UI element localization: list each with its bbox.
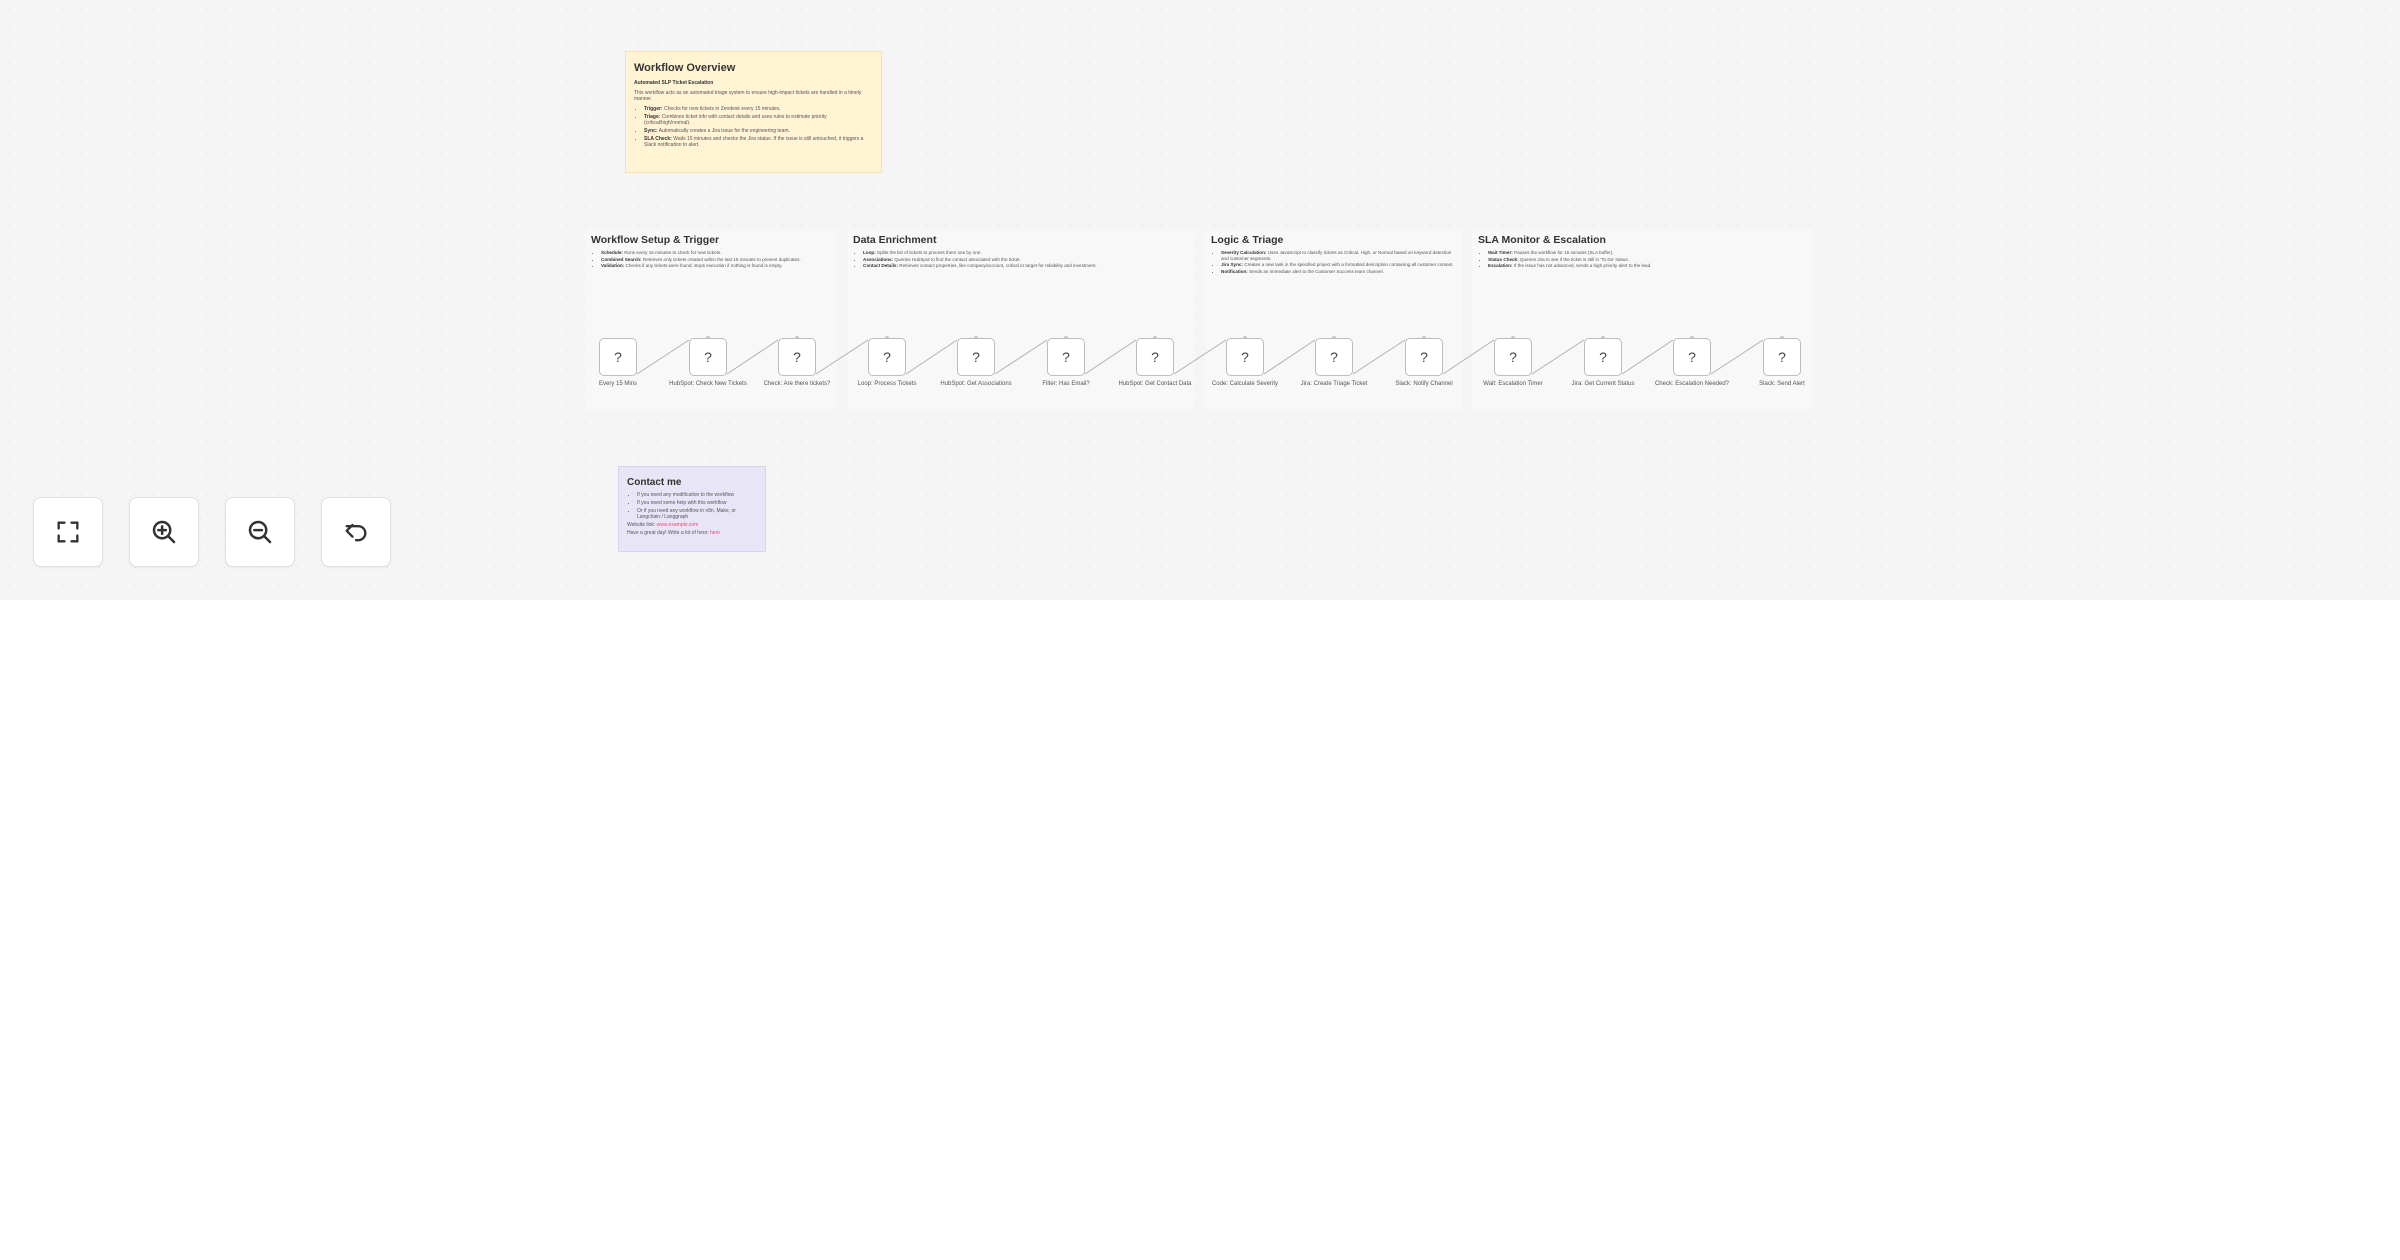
workflow-node-label: Slack: Notify Channel [1395,381,1453,387]
undo-button[interactable] [321,497,391,567]
workflow-node[interactable]: ? [1673,338,1711,376]
contact-bullet: If you need any modification to the work… [637,492,757,498]
overview-sticky-note[interactable]: Workflow Overview Automated SLP Ticket E… [625,51,882,173]
workflow-node-label: Slack: Send Alert [1759,381,1805,387]
unknown-node-icon: ? [614,349,622,365]
workflow-node[interactable]: ? [1405,338,1443,376]
stage-bullets: Schedule: Runs every 15 minutes to check… [591,250,831,269]
workflow-node[interactable]: ? [1315,338,1353,376]
stage-bullet: Escalation: If the issue has not advance… [1488,263,1806,269]
unknown-node-icon: ? [1509,349,1517,365]
undo-icon [345,523,367,542]
contact-website: Website link: www.example.com [627,522,699,528]
workflow-node-label: Loop: Process Tickets [857,381,917,387]
fit-view-icon [57,521,79,543]
stage-bullet: Combined Search: Retrieves only tickets … [601,257,831,263]
workflow-node-label: HubSpot: Get Associations [940,381,1012,387]
stage-bullets: Severity Calculation: Uses JavaScript to… [1211,250,1456,274]
workflow-node[interactable]: ? [778,338,816,376]
workflow-node-label: Check: Escalation Needed? [1654,381,1730,387]
unknown-node-icon: ? [1599,349,1607,365]
stage-data-enrichment[interactable]: Data Enrichment Loop: Splits the list of… [847,230,1195,410]
stage-bullet: Validation: Checks if any tickets were f… [601,263,831,269]
workflow-canvas[interactable]: Workflow Overview Automated SLP Ticket E… [0,0,2400,600]
overview-intro: This workflow acts as an automated triag… [634,90,862,102]
workflow-node-label: Code: Calculate Severity [1211,381,1279,387]
contact-email: Have a great day! Write a lot of hero: h… [627,530,721,536]
fit-view-button[interactable] [33,497,103,567]
stage-title: Logic & Triage [1211,234,1284,246]
workflow-node-label: HubSpot: Get Contact Data [1118,381,1192,387]
unknown-node-icon: ? [1062,349,1070,365]
workflow-node[interactable]: ? [1584,338,1622,376]
workflow-node[interactable]: ? [1047,338,1085,376]
contact-title: Contact me [627,477,682,488]
unknown-node-icon: ? [1778,349,1786,365]
stage-logic-triage[interactable]: Logic & Triage Severity Calculation: Use… [1205,230,1462,410]
unknown-node-icon: ? [1151,349,1159,365]
unknown-node-icon: ? [1241,349,1249,365]
workflow-node[interactable]: ? [1494,338,1532,376]
workflow-node[interactable]: ? [868,338,906,376]
stage-bullet: Status Check: Queries Jira to see if the… [1488,257,1806,263]
stage-title: Data Enrichment [853,234,937,246]
stage-bullet: Notification: Sends an immediate alert t… [1221,269,1456,275]
workflow-node-label: Check: Are there tickets? [763,381,831,387]
workflow-node[interactable]: ? [689,338,727,376]
workflow-node-label: Filter: Has Email? [1042,381,1090,387]
stage-title: SLA Monitor & Escalation [1478,234,1606,246]
workflow-node-label: Wait: Escalation Timer [1483,381,1543,387]
stage-bullet: Contact Details: Retrieves contact prope… [863,263,1189,269]
stage-bullet: Jira Sync: Creates a new task in the spe… [1221,262,1456,268]
unknown-node-icon: ? [972,349,980,365]
stage-bullets: Wait Timer: Pauses the workflow for 15 m… [1478,250,1806,269]
overview-title: Workflow Overview [634,62,736,74]
zoom-in-icon [152,520,176,544]
overview-bullet: SLA Check: Waits 15 minutes and checks t… [644,136,873,148]
stage-title: Workflow Setup & Trigger [591,234,720,246]
zoom-in-button[interactable] [129,497,199,567]
website-link[interactable]: www.example.com [656,522,699,528]
overview-bullet: Sync: Automatically creates a Jira issue… [644,128,873,134]
stage-bullet: Schedule: Runs every 15 minutes to check… [601,250,831,256]
workflow-node[interactable]: ? [1763,338,1801,376]
overview-bullet: Triage: Combines ticket info with contac… [644,114,873,126]
contact-bullet: Or if you need any workflow in n8n, Make… [637,508,757,520]
workflow-node[interactable]: ? [1226,338,1264,376]
unknown-node-icon: ? [1688,349,1696,365]
contact-bullets: If you need any modification to the work… [627,492,757,520]
contact-bullet: If you need some help with this workflow [637,500,757,506]
workflow-node-label: Every 15 Mins [598,381,637,387]
overview-bullets: Trigger: Checks for new tickets in Zende… [634,106,873,148]
email-link[interactable]: here [710,530,721,536]
zoom-out-icon [248,520,272,544]
workflow-node[interactable]: ? [957,338,995,376]
stage-setup-trigger[interactable]: Workflow Setup & Trigger Schedule: Runs … [585,230,837,410]
stage-bullet: Severity Calculation: Uses JavaScript to… [1221,250,1456,261]
workflow-node-label: Jira: Create Triage Ticket [1300,381,1368,387]
stage-sla-monitor[interactable]: SLA Monitor & Escalation Wait Timer: Pau… [1472,230,1812,410]
workflow-node-label: HubSpot: Check New Tickets [669,381,747,387]
unknown-node-icon: ? [1420,349,1428,365]
workflow-node-label: Jira: Get Current Status [1571,381,1635,387]
unknown-node-icon: ? [793,349,801,365]
overview-bullet: Trigger: Checks for new tickets in Zende… [644,106,873,112]
stage-bullets: Loop: Splits the list of tickets to proc… [853,250,1189,269]
workflow-node[interactable]: ? [599,338,637,376]
contact-sticky-note[interactable]: Contact me If you need any modification … [618,466,766,552]
stage-bullet: Associations: Queries HubSpot to find th… [863,257,1189,263]
overview-subtitle: Automated SLP Ticket Escalation [634,80,714,86]
unknown-node-icon: ? [883,349,891,365]
unknown-node-icon: ? [704,349,712,365]
stage-bullet: Wait Timer: Pauses the workflow for 15 m… [1488,250,1806,256]
stage-bullet: Loop: Splits the list of tickets to proc… [863,250,1189,256]
workflow-node[interactable]: ? [1136,338,1174,376]
unknown-node-icon: ? [1330,349,1338,365]
zoom-out-button[interactable] [225,497,295,567]
